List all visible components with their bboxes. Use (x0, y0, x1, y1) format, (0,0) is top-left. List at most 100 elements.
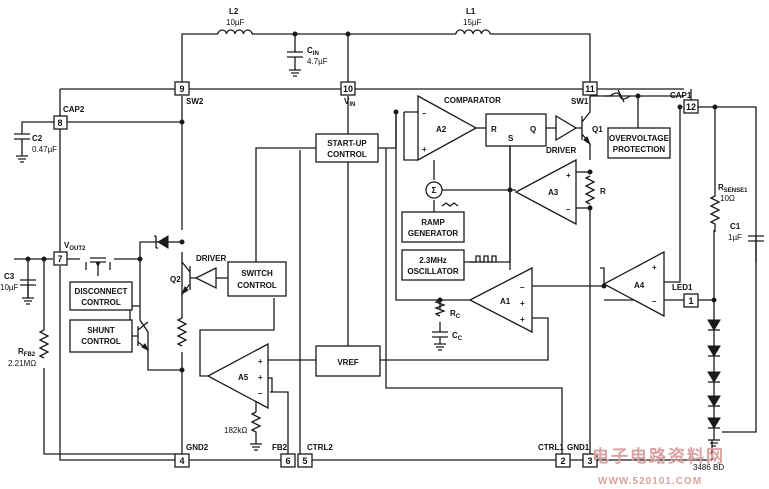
resistor-r-q1: R (584, 175, 606, 205)
pin-name-fb2: FB2 (272, 443, 288, 452)
capacitor-cc: CC (432, 331, 463, 351)
svg-text:8: 8 (57, 118, 62, 128)
driver-q2: DRIVER (194, 254, 226, 290)
svg-text:12: 12 (686, 102, 696, 112)
svg-text:15µF: 15µF (463, 18, 482, 27)
pin-12: 12 (683, 99, 699, 114)
svg-text:START-UP: START-UP (327, 139, 367, 148)
svg-text:+: + (566, 171, 571, 180)
led-5 (707, 417, 721, 429)
amplifier-a3: A3 + – (514, 158, 577, 226)
pin-1: 1 (683, 293, 699, 308)
amplifier-a5: A5 + + – (206, 342, 269, 410)
pins: 9 10 11 12 8 7 1 4 6 5 2 3 (53, 81, 699, 468)
svg-text:Σ: Σ (432, 186, 437, 195)
oscillator-block: 2.3MHz OSCILLATOR (401, 249, 497, 281)
led-string (707, 319, 721, 447)
svg-text:5: 5 (302, 456, 307, 466)
svg-text:–: – (566, 205, 571, 214)
svg-text:CONTROL: CONTROL (237, 281, 277, 290)
svg-text:A5: A5 (238, 373, 249, 382)
pin-2: 2 (555, 453, 571, 468)
resistor-rsense1: RSENSE1 10Ω (709, 150, 748, 232)
svg-text:OSCILLATOR: OSCILLATOR (407, 267, 458, 276)
svg-text:Q1: Q1 (592, 125, 603, 134)
transistor-q2: Q2 (170, 261, 194, 296)
svg-text:DRIVER: DRIVER (546, 146, 576, 155)
led-4 (707, 395, 721, 407)
summing-node: Σ (425, 181, 459, 207)
svg-text:L1: L1 (466, 7, 476, 16)
svg-text:4: 4 (179, 456, 184, 466)
svg-text:1: 1 (688, 296, 693, 306)
svg-text:–: – (652, 297, 657, 306)
svg-text:0.47µF: 0.47µF (32, 145, 57, 154)
shunt-control-block: SHUNT CONTROL (69, 319, 133, 353)
svg-text:Q2: Q2 (170, 275, 181, 284)
capacitor-c2: C2 0.47µF (14, 133, 57, 163)
svg-text:C3: C3 (4, 272, 15, 281)
vref-block: VREF (315, 345, 381, 377)
transistor-q1: Q1 (576, 111, 603, 146)
schottky-diode (154, 235, 182, 249)
svg-text:DRIVER: DRIVER (196, 254, 226, 263)
amplifier-a4: A4 + – (602, 250, 665, 318)
svg-text:–: – (520, 283, 525, 292)
pin-8: 8 (53, 115, 68, 130)
transistor-shunt (132, 321, 150, 352)
pin-name-vin: VIN (344, 97, 355, 108)
svg-text:A4: A4 (634, 281, 645, 290)
svg-text:+: + (258, 357, 263, 366)
resistor-rfb2: RFB2 2.21MΩ (8, 329, 50, 368)
pin-name-cap1: CAP1 (670, 91, 692, 100)
resistor-rc: RC (434, 299, 461, 320)
svg-text:L2: L2 (229, 7, 239, 16)
pin-6: 6 (280, 453, 296, 468)
pin-name-led1: LED1 (672, 283, 693, 292)
pin-3: 3 (582, 453, 598, 468)
svg-text:COMPARATOR: COMPARATOR (444, 96, 501, 105)
disconnect-control-block: DISCONNECT CONTROL (69, 281, 133, 311)
svg-text:Q: Q (530, 125, 536, 134)
overvoltage-protection-block: OVERVOLTAGE PROTECTION (607, 127, 671, 159)
svg-text:OVERVOLTAGE: OVERVOLTAGE (609, 134, 670, 143)
svg-text:7: 7 (57, 254, 62, 264)
svg-text:WWW.520101.COM: WWW.520101.COM (598, 476, 702, 487)
svg-text:2.3MHz: 2.3MHz (419, 256, 447, 265)
svg-text:+: + (258, 373, 263, 382)
svg-text:A2: A2 (436, 125, 447, 134)
svg-text:10Ω: 10Ω (720, 194, 735, 203)
svg-text:RAMP: RAMP (421, 218, 445, 227)
svg-text:182kΩ: 182kΩ (224, 426, 247, 435)
svg-text:PROTECTION: PROTECTION (613, 145, 666, 154)
pin-name-sw2: SW2 (186, 97, 204, 106)
svg-text:VREF: VREF (337, 358, 358, 367)
svg-text:+: + (520, 315, 525, 324)
svg-text:DISCONNECT: DISCONNECT (75, 287, 128, 296)
pin-name-ctrl2: CTRL2 (307, 443, 333, 452)
svg-text:CONTROL: CONTROL (327, 150, 367, 159)
pin-name-ctrl1: CTRL1 (538, 443, 564, 452)
svg-text:SWITCH: SWITCH (241, 269, 273, 278)
pin-name-sw1: SW1 (571, 97, 589, 106)
pin-name-gnd1: GND1 (567, 443, 590, 452)
resistor-182k: 182kΩ (224, 411, 262, 451)
svg-text:RSENSE1: RSENSE1 (718, 183, 748, 194)
svg-text:2: 2 (560, 456, 565, 466)
svg-text:CIN: CIN (307, 46, 319, 57)
svg-text:S: S (508, 134, 514, 143)
startup-control-block: START-UP CONTROL (315, 133, 379, 163)
svg-text:CONTROL: CONTROL (81, 337, 121, 346)
svg-text:10µF: 10µF (0, 283, 19, 292)
svg-text:11: 11 (585, 84, 595, 94)
led-1 (707, 319, 721, 331)
pin-names: SW2 VIN SW1 CAP1 CAP2 VOUT2 LED1 GND2 FB… (63, 91, 693, 452)
svg-text:电子电路资料网: 电子电路资料网 (592, 446, 725, 466)
comparator-a2: A2 – + COMPARATOR (417, 94, 501, 162)
inductor-l1: L1 15µF (455, 7, 491, 35)
svg-text:A1: A1 (500, 297, 511, 306)
svg-text:+: + (520, 299, 525, 308)
svg-text:SHUNT: SHUNT (87, 326, 115, 335)
pin-9: 9 (174, 81, 190, 96)
